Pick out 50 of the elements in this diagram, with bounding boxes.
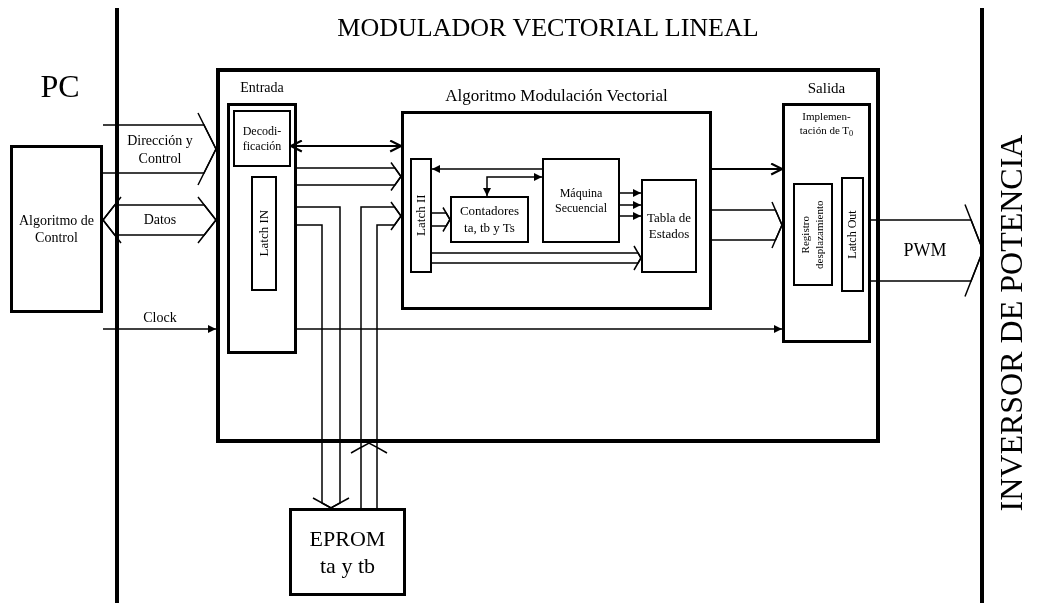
block-title: MODULADOR VECTORIAL LINEAL — [337, 15, 759, 41]
block-box — [233, 110, 291, 167]
arrow — [619, 201, 642, 209]
bus-arrow — [431, 206, 451, 233]
block-box — [10, 145, 103, 313]
arrow — [296, 325, 783, 333]
block-box — [410, 158, 432, 273]
block-label: Latch IN — [255, 210, 272, 257]
block-box — [289, 508, 406, 596]
block-label: Máquina Secuencial — [554, 185, 608, 216]
bus-arrow — [870, 203, 984, 298]
block-title: Salida — [807, 81, 846, 96]
block-label: Latch II — [412, 194, 429, 237]
arrow — [712, 162, 784, 176]
bus-arrow — [296, 161, 402, 192]
arrow — [289, 139, 403, 153]
bus-arrow — [296, 206, 350, 509]
block-label: Decodi- ficación — [241, 123, 283, 154]
arrow — [619, 189, 642, 197]
block-box — [641, 179, 697, 273]
block-box — [542, 158, 620, 243]
bus-arrow — [102, 112, 217, 186]
block-label: Contadores ta, tb y Ts — [458, 203, 521, 236]
edge-label: Clock — [143, 309, 177, 327]
block-box — [450, 196, 529, 243]
arrow — [431, 165, 543, 173]
block-label: Algoritmo de Control — [17, 211, 95, 247]
arrow — [619, 212, 642, 220]
block-title: Algoritmo Modulación Vectorial — [445, 87, 668, 104]
block-box — [841, 177, 864, 292]
arrow — [483, 173, 543, 197]
block-box — [793, 183, 833, 286]
block-label: Implemen- tación de T$_{0}$ — [798, 110, 855, 138]
edge-label: Datos — [143, 211, 177, 229]
bus-arrow — [102, 196, 217, 244]
block-label: Registro desplazamiento — [799, 199, 826, 271]
section-label: PC — [40, 70, 80, 102]
bus-arrow — [431, 245, 642, 271]
block-label: Latch Out — [845, 210, 860, 259]
edge-label: Dirección y Control — [126, 131, 194, 167]
block-label: Tabla de Estados — [645, 209, 693, 243]
block-label: EPROM — [309, 524, 386, 552]
block-title: Entrada — [240, 81, 284, 95]
bus-arrow — [350, 201, 402, 509]
block-label: ta y tb — [320, 552, 375, 580]
block-label: INVERSOR DE POTENCIA — [992, 134, 1031, 511]
bus-arrow — [711, 201, 783, 249]
edge-label: PWM — [903, 238, 947, 262]
arrow — [102, 325, 217, 333]
block-box — [251, 176, 277, 291]
